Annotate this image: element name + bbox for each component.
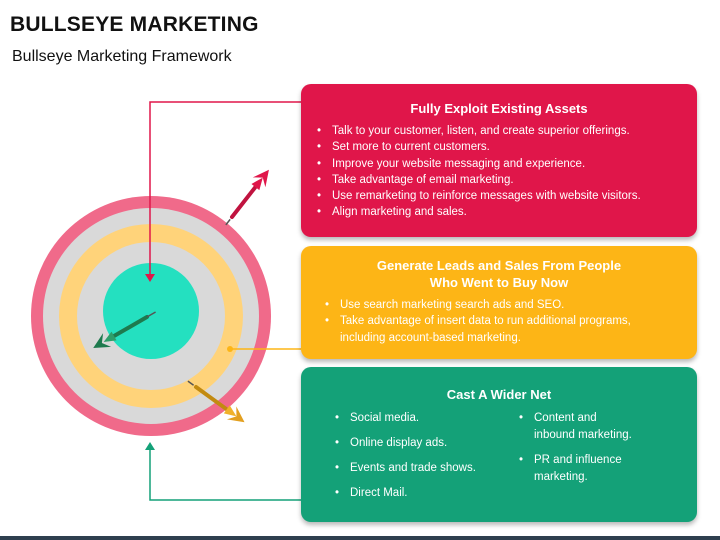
list-item: Set more to current customers. [315,139,697,156]
green-connector-arrow [145,442,301,501]
list-item: Content and inbound marketing. [518,410,638,444]
list-item: Take advantage of insert data to run add… [323,313,673,346]
red-connector-arrow [145,101,301,282]
wider-net-columns: Social media. Online display ads. Events… [334,410,697,510]
list-item: Social media. [334,410,518,427]
footer-bar [0,536,720,540]
list-item: Take advantage of email marketing. [315,172,697,189]
green-dart-icon [93,311,156,348]
page-subtitle: Bullseye Marketing Framework [12,48,232,65]
list-item: PR and influence marketing. [518,452,638,486]
list-item: Use search marketing search ads and SEO. [323,297,697,314]
generate-leads-box: Generate Leads and Sales From People Who… [301,246,697,359]
generate-leads-title-line2: Who Went to Buy Now [429,275,569,290]
wider-net-right-list: Content and inbound marketing. PR and in… [518,410,688,510]
list-item: Direct Mail. [334,485,518,502]
page-title: BULLSEYE MARKETING [10,13,259,36]
wider-net-left-list: Social media. Online display ads. Events… [334,410,518,510]
existing-assets-list: Talk to your customer, listen, and creat… [315,123,697,221]
wider-net-box: Cast A Wider Net Social media. Online di… [301,367,697,522]
list-item: Events and trade shows. [334,460,518,477]
red-dart-icon [225,169,269,226]
list-item: Use remarketing to reinforce messages wi… [315,188,697,205]
wider-net-title: Cast A Wider Net [446,387,552,402]
bullseye-center [103,263,199,359]
list-item: Online display ads. [334,435,518,452]
list-item: Align marketing and sales. [315,204,697,221]
generate-leads-title-line1: Generate Leads and Sales From People [376,258,622,273]
generate-leads-list: Use search marketing search ads and SEO.… [323,297,697,346]
list-item: Improve your website messaging and exper… [315,156,697,173]
existing-assets-title: Fully Exploit Existing Assets [410,101,588,116]
amber-connector [227,346,301,352]
list-item: Talk to your customer, listen, and creat… [315,123,697,140]
existing-assets-box: Fully Exploit Existing Assets Talk to yo… [301,84,697,237]
amber-dart-icon [187,380,245,423]
generate-leads-title: Generate Leads and Sales From People Who… [301,257,697,291]
